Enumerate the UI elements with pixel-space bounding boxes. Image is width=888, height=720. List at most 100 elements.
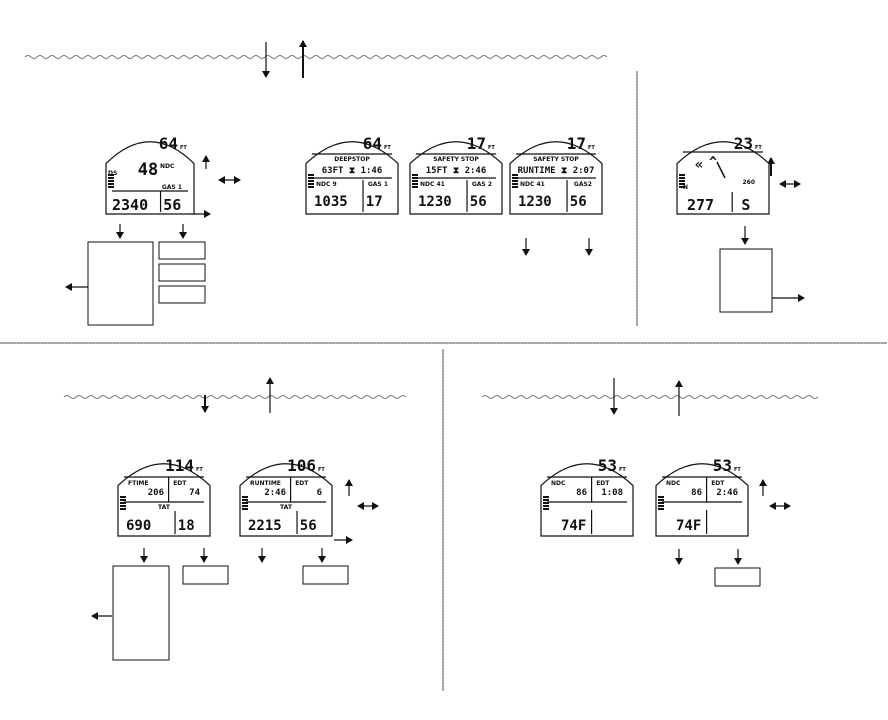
callout-box-compass [719, 248, 773, 313]
bar-graph-segment [120, 502, 126, 504]
compass-bearing-left: « [695, 157, 703, 173]
left-value: 86 [576, 488, 587, 498]
compass-pointer: ^ [709, 155, 717, 170]
screen-bezel [676, 141, 770, 215]
bottom-left-readout: 277 [687, 196, 714, 214]
bar-graph-segment [658, 496, 664, 498]
callout-boxes [87, 241, 773, 661]
info-left: NDC 41 [520, 181, 545, 188]
bar-graph-segment [412, 183, 418, 185]
bar-graph-segment [679, 186, 685, 188]
info-right: GAS 2 [472, 181, 492, 188]
left-label: RUNTIME [250, 480, 281, 487]
bar-graph-segment [108, 180, 114, 182]
stop-line: 15FT ⧗ 2:46 [426, 166, 487, 176]
info-left: NDC 9 [316, 181, 337, 188]
bottom-left-readout: 74F [676, 518, 701, 534]
depth-unit: FT [318, 467, 325, 473]
screen-bezel [655, 463, 749, 537]
depth-readout: 114 [165, 456, 194, 475]
depth-readout: 64 [159, 134, 178, 153]
bar-graph-segment [658, 508, 664, 510]
callout-box-tall-bottom [112, 565, 170, 661]
bar-graph-segment [512, 177, 518, 179]
bar-graph-segment [679, 174, 685, 176]
bottom-right-readout: 18 [178, 518, 195, 534]
bottom-right-readout: 56 [570, 194, 587, 210]
left-label: NDC [666, 480, 681, 487]
water-line-top [24, 55, 608, 59]
bar-graph-segment [658, 505, 664, 507]
bottom-left-readout: 74F [561, 518, 586, 534]
bottom-left-readout: 2215 [248, 518, 282, 534]
left-label: NDC [551, 480, 566, 487]
bottom-right-readout: S [741, 196, 750, 214]
section-dividers [0, 71, 888, 693]
left-value: 206 [148, 488, 164, 498]
bar-graph-segment [543, 508, 549, 510]
bottom-left-readout: 690 [126, 518, 151, 534]
depth-readout: 64 [363, 134, 382, 153]
bottom-left-readout: 1230 [518, 194, 552, 210]
info-left: NDC 41 [420, 181, 445, 188]
bar-graph-segment [658, 499, 664, 501]
bar-graph-segment [543, 505, 549, 507]
bar-graph-segment [412, 174, 418, 176]
right-label: EDT [295, 480, 309, 487]
bar-graph-segment [412, 177, 418, 179]
callout-box-surface-2 [302, 565, 349, 585]
right-label: EDT [173, 480, 187, 487]
bar-graph-segment [308, 174, 314, 176]
bar-graph-segment [512, 186, 518, 188]
bar-graph-segment [412, 180, 418, 182]
right-value: 6 [317, 488, 322, 498]
bar-graph-segment [543, 496, 549, 498]
callout-box-tall-top [87, 241, 154, 326]
screen-bezel [105, 141, 195, 215]
callout-box-surface-1 [182, 565, 229, 585]
callout-box-small-2 [158, 263, 206, 282]
bar-graph-segment [242, 496, 248, 498]
depth-readout: 23 [734, 134, 753, 153]
bottom-right-readout: 56 [470, 194, 487, 210]
depth-unit: FT [196, 467, 203, 473]
screen-bezel [239, 463, 333, 537]
right-label: EDT [596, 480, 610, 487]
bar-graph-segment [108, 186, 114, 188]
bar-graph-segment [242, 508, 248, 510]
mid-value: 48 [138, 160, 158, 180]
left-label: FTIME [128, 480, 149, 487]
bar-graph-segment [679, 183, 685, 185]
right-label: EDT [711, 480, 725, 487]
bar-graph-segment [658, 502, 664, 504]
bar-graph-segment [308, 180, 314, 182]
bar-graph-segment [512, 183, 518, 185]
bar-graph-segment [308, 186, 314, 188]
mid-label: NDC [160, 163, 175, 170]
bar-graph-segment [108, 174, 114, 176]
bottom-left-readout: 1230 [418, 194, 452, 210]
right-value: 1:08 [601, 488, 623, 498]
bar-graph-segment [120, 496, 126, 498]
bar-graph-segment [512, 180, 518, 182]
bar-graph-segment [108, 177, 114, 179]
screen-bezel [540, 463, 634, 537]
gas-label: GAS 1 [162, 184, 182, 191]
bar-graph-segment [308, 183, 314, 185]
depth-readout: 53 [598, 456, 617, 475]
tat-label: TAT [280, 504, 293, 511]
water-line-bottom-left [63, 395, 407, 399]
bottom-right-readout: 56 [163, 196, 181, 214]
stop-title: DEEPSTOP [334, 156, 370, 163]
depth-unit: FT [619, 467, 626, 473]
depth-unit: FT [734, 467, 741, 473]
bar-graph-segment [108, 183, 114, 185]
